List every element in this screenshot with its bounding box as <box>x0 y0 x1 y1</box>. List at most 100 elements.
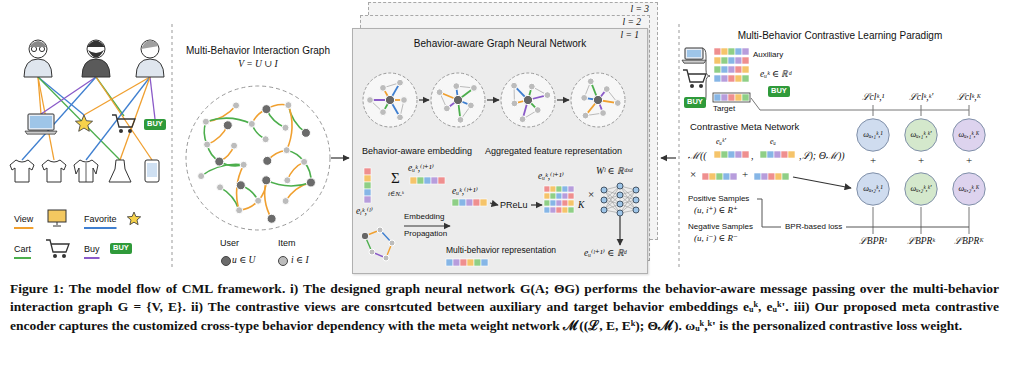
embedding-cell <box>728 48 735 55</box>
arrow <box>331 157 349 158</box>
leader-line <box>14 227 33 229</box>
beard <box>88 50 104 58</box>
leader-line <box>679 24 680 270</box>
weight-circle: ωᵤ,₂ᵏ,¹ <box>856 172 890 206</box>
item-node <box>380 84 387 91</box>
laptop-display <box>687 50 701 57</box>
layer-index: l = 1 <box>620 30 639 41</box>
item-node <box>511 100 518 107</box>
arrow <box>619 216 620 245</box>
buy-badge: BUY <box>768 86 790 97</box>
embedding-cell <box>364 175 371 182</box>
cart-icon <box>683 70 706 82</box>
circle-shape <box>857 119 889 151</box>
laptop-base <box>25 131 57 134</box>
operator-symbol: Σ <box>391 170 400 187</box>
user-node <box>361 232 369 240</box>
leader-line <box>84 77 150 115</box>
embedding-cell <box>775 173 782 180</box>
math-label: eᵤᵏ ∈ ℝᵈ <box>760 69 791 80</box>
item-node <box>284 177 291 184</box>
weight-circle: ωᵤ,₁ᵏ,ᴷ <box>952 118 986 152</box>
embedding-cell <box>714 75 721 82</box>
embedding-cell <box>721 75 728 82</box>
item-node <box>240 161 247 168</box>
math-label: eᵤᵏ,⁽ˡ⁺¹⁾ <box>408 163 434 174</box>
embedding-cell <box>556 186 562 192</box>
embedding-cell <box>550 200 556 206</box>
embedding-cell <box>782 173 789 180</box>
leader-line <box>873 105 874 116</box>
user-node <box>215 157 224 166</box>
operator-symbol: + <box>918 154 924 167</box>
item-node <box>255 197 262 204</box>
text-label: Positive Samples <box>688 194 749 203</box>
badge-text: BUY <box>147 120 163 129</box>
leader-line <box>969 207 970 234</box>
embedding-cell <box>550 193 556 199</box>
embedding-cell <box>774 151 781 158</box>
math-label: ℒBPRᵏ <box>907 236 935 247</box>
embedding-cell <box>544 186 550 192</box>
embedding-cell <box>716 173 723 180</box>
math-label: eᵤᵏ,⁽ˡ⁺¹⁾ <box>452 186 478 197</box>
embedding-cell <box>364 168 371 175</box>
embedding-cell <box>714 66 721 73</box>
jacket-icon <box>74 160 98 182</box>
arrow <box>490 203 498 205</box>
embedding-cell <box>709 173 716 180</box>
arrow <box>661 157 676 158</box>
item-node <box>202 118 209 125</box>
operator-symbol: × <box>588 188 594 201</box>
user-head <box>87 40 105 58</box>
text-label: Target <box>713 104 735 113</box>
math-label: eᵤ <box>770 137 776 146</box>
item-node <box>581 94 588 101</box>
embedding-cell <box>761 173 768 180</box>
embedding-cell <box>568 207 574 213</box>
embedding-cell <box>459 199 466 206</box>
layer-index: l = 2 <box>622 17 641 28</box>
embedding-cell <box>556 207 562 213</box>
weight-circle: ωᵤ,₂ᵏ,ᵏ' <box>904 172 938 206</box>
leader-line <box>84 227 117 229</box>
embedding-cell <box>728 66 735 73</box>
user-node <box>593 95 602 104</box>
math-label: eᵤᵏ' <box>716 137 726 146</box>
arrow <box>793 177 851 188</box>
operator-symbol: + <box>966 154 972 167</box>
arrow <box>531 204 542 205</box>
embedding-cell <box>781 151 788 158</box>
interaction-edge <box>201 164 244 176</box>
math-label: ℒclᵏ,ᵏ' <box>909 92 934 103</box>
embedding-cell <box>460 259 467 266</box>
weight-symbol: ωᵤ,₂ᵏ,¹ <box>863 184 882 193</box>
user-head <box>141 40 159 58</box>
item-node <box>457 116 464 123</box>
legend-label: User <box>220 238 239 248</box>
embedding-cell <box>568 200 574 206</box>
embedding-cell <box>544 193 550 199</box>
neuron <box>601 207 607 213</box>
item-node <box>614 100 621 107</box>
weight-symbol: ωᵤ,₁ᵏ,ᵏ' <box>911 130 932 139</box>
embedding-cell <box>735 94 742 101</box>
glasses <box>31 46 36 51</box>
embedding-cell <box>714 151 721 158</box>
embedding-cell <box>466 199 473 206</box>
embedding-cell <box>728 57 735 64</box>
item-node <box>511 82 518 89</box>
embedding-cell <box>424 177 431 184</box>
text-label: Behavior-aware embedding <box>362 146 472 156</box>
embedding-cell <box>742 57 749 64</box>
embedding-cell <box>721 57 728 64</box>
embedding-cell <box>721 66 728 73</box>
item-node <box>248 120 255 127</box>
interaction-edge <box>265 180 272 218</box>
embedding-cell <box>364 182 371 189</box>
arrow <box>487 99 499 100</box>
item-node <box>471 85 478 92</box>
item-node <box>603 86 610 93</box>
math-label: i∈Nᵤᵏ <box>388 190 404 198</box>
embedding-cell <box>721 94 728 101</box>
